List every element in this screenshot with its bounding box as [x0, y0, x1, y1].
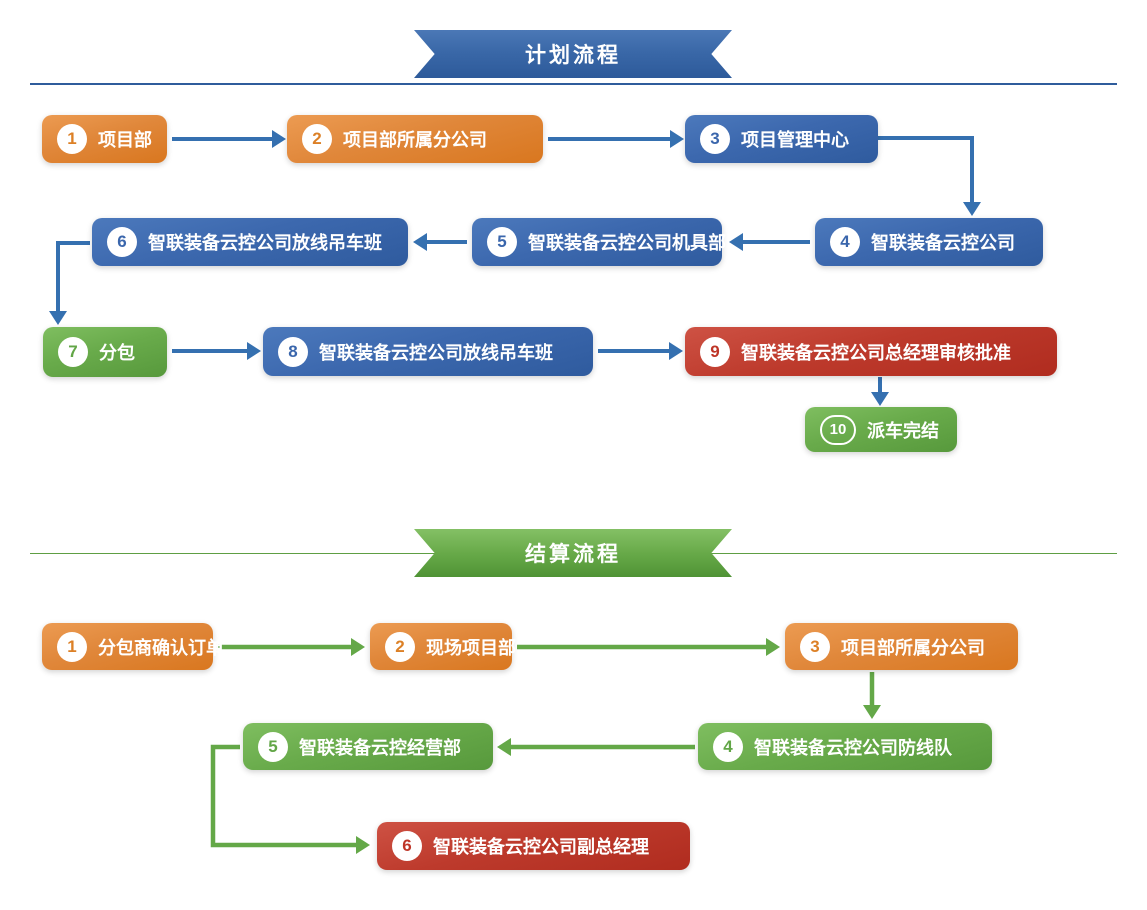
step-label: 分包商确认订单	[98, 637, 224, 658]
plan-arrow-heads	[49, 130, 981, 406]
step-label: 智联装备云控公司放线吊车班	[319, 342, 553, 363]
step-label: 智联装备云控公司总经理审核批准	[741, 342, 1011, 363]
step-number-badge: 7	[58, 337, 88, 367]
step-number-badge: 2	[302, 124, 332, 154]
step-number-badge: 4	[830, 227, 860, 257]
step-label: 分包	[99, 343, 135, 363]
plan-node-10: 10 派车完结	[805, 407, 957, 452]
plan-node-4: 4 智联装备云控公司	[815, 218, 1043, 266]
step-number-badge: 4	[713, 731, 743, 762]
step-label: 派车完结	[867, 420, 939, 441]
plan-node-2: 2 项目部所属分公司	[287, 115, 543, 163]
settle-arrow-lines	[210, 644, 875, 848]
plan-node-6: 6 智联装备云控公司放线吊车班	[92, 218, 408, 266]
step-number-badge: 1	[57, 631, 87, 662]
step-label: 智联装备云控公司放线吊车班	[148, 233, 382, 253]
step-number-badge: 6	[107, 227, 137, 257]
plan-arrow-lines	[56, 136, 974, 392]
step-number-badge: 5	[487, 227, 517, 257]
plan-node-8: 8 智联装备云控公司放线吊车班	[263, 327, 593, 376]
step-label: 智联装备云控公司	[871, 233, 1015, 253]
plan-banner: 计划流程	[414, 30, 732, 78]
step-number-badge: 3	[700, 124, 730, 154]
step-number-badge: 9	[700, 336, 730, 367]
plan-node-1: 1 项目部	[42, 115, 167, 163]
settle-node-4: 4 智联装备云控公司防线队	[698, 723, 992, 770]
plan-banner-title: 计划流程	[525, 44, 621, 67]
step-number-badge: 1	[57, 124, 87, 154]
settle-banner: 结算流程	[414, 529, 732, 577]
settle-node-3: 3 项目部所属分公司	[785, 623, 1018, 670]
step-label: 项目部	[98, 130, 152, 150]
settle-arrow-heads	[351, 638, 881, 854]
plan-section-divider	[30, 83, 1117, 85]
step-number-badge: 3	[800, 631, 830, 662]
plan-node-3: 3 项目管理中心	[685, 115, 878, 163]
step-label: 智联装备云控公司副总经理	[433, 837, 649, 857]
settle-node-1: 1 分包商确认订单	[42, 623, 224, 670]
step-label: 项目部所属分公司	[343, 130, 487, 150]
plan-node-5: 5 智联装备云控公司机具部	[472, 218, 726, 266]
step-number-badge: 5	[258, 731, 288, 762]
plan-node-7: 7 分包	[43, 327, 167, 377]
step-label: 项目管理中心	[741, 130, 849, 150]
step-label: 智联装备云控公司机具部	[528, 233, 726, 253]
step-number-badge: 8	[278, 336, 308, 367]
settle-node-6: 6 智联装备云控公司副总经理	[377, 822, 690, 870]
plan-node-9: 9 智联装备云控公司总经理审核批准	[685, 327, 1057, 376]
settle-banner-title: 结算流程	[525, 543, 621, 566]
step-number-badge: 6	[392, 831, 422, 861]
settle-node-5: 5 智联装备云控经营部	[243, 723, 493, 770]
step-label: 智联装备云控经营部	[299, 737, 461, 758]
step-label: 项目部所属分公司	[841, 637, 985, 658]
step-label: 智联装备云控公司防线队	[754, 737, 952, 758]
settle-node-2: 2 现场项目部	[370, 623, 516, 670]
step-number-badge: 2	[385, 631, 415, 662]
step-number-badge: 10	[820, 414, 856, 445]
step-label: 现场项目部	[426, 637, 516, 658]
